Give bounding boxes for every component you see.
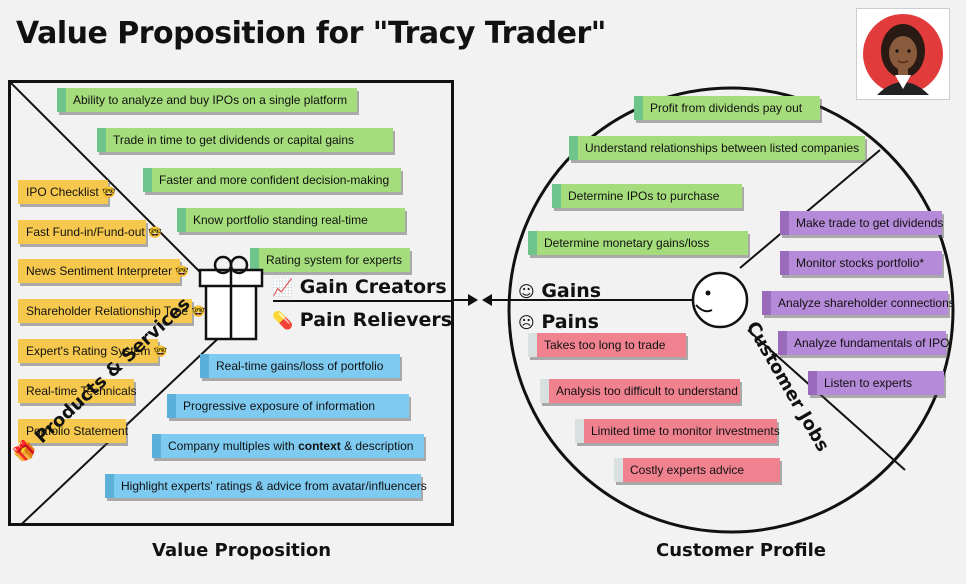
nerd-face-icon: 🤓: [191, 305, 206, 318]
product-service-note: Fast Fund-in/Fund-out 🤓: [18, 220, 162, 244]
page-title: Value Proposition for "Tracy Trader": [16, 16, 606, 51]
pain-reliever-note: Highlight experts' ratings & advice from…: [105, 474, 427, 498]
gain-creator-note: Ability to analyze and buy IPOs on a sin…: [57, 88, 357, 112]
gain-creator-note: Rating system for experts: [250, 248, 410, 272]
product-service-note: Real-time Technicals: [18, 379, 137, 403]
customer-avatar: [856, 8, 950, 100]
gain-note: Understand relationships between listed …: [569, 136, 865, 160]
pain-note: Takes too long to trade: [528, 333, 686, 357]
gain-creator-note: Know portfolio standing real-time: [177, 208, 405, 232]
customer-job-note: Analyze shareholder connections: [762, 291, 955, 315]
product-service-note: Portfolio Statement: [18, 419, 128, 443]
gain-note: Profit from dividends pay out: [634, 96, 820, 120]
smile-icon: ☺: [518, 282, 535, 301]
frown-icon: ☹: [518, 313, 535, 332]
customer-profile-label: Customer Profile: [656, 540, 826, 561]
value-proposition-label: Value Proposition: [152, 540, 332, 561]
pain-reliever-note: Progressive exposure of information: [167, 394, 409, 418]
product-service-note: News Sentiment Interpreter 🤓: [18, 259, 189, 283]
gains-label: ☺ Gains: [518, 280, 602, 302]
gain-creator-note: Trade in time to get dividends or capita…: [97, 128, 393, 152]
gain-creator-note: Faster and more confident decision-makin…: [143, 168, 401, 192]
gain-note: Determine monetary gains/loss: [528, 231, 748, 255]
gain-creators-label: 📈 Gain Creators: [272, 276, 447, 298]
pain-reliever-note: Company multiples with context & descrip…: [152, 434, 424, 458]
pill-icon: 💊: [272, 311, 294, 331]
chart-increasing-icon: 📈: [272, 278, 294, 298]
pain-relievers-label: 💊 Pain Relievers: [272, 309, 453, 331]
product-service-note: Expert's Rating System 🤓: [18, 339, 167, 363]
pain-note: Analysis too difficult to understand: [540, 379, 740, 403]
pain-note: Limited time to monitor investments: [575, 419, 780, 443]
product-service-note: Shareholder Relationship Tree 🤓: [18, 299, 205, 323]
nerd-face-icon: 🤓: [153, 345, 168, 358]
product-service-note: IPO Checklist 🤓: [18, 180, 116, 204]
pain-reliever-note: Real-time gains/loss of portfolio: [200, 354, 400, 378]
customer-job-note: Analyze fundamentals of IPO: [778, 331, 949, 355]
nerd-face-icon: 🤓: [175, 265, 190, 278]
customer-job-note: Make trade to get dividends: [780, 211, 943, 235]
nerd-face-icon: 🤓: [102, 186, 116, 199]
gain-note: Determine IPOs to purchase: [552, 184, 742, 208]
pain-note: Costly experts advice: [614, 458, 780, 482]
pains-label: ☹ Pains: [518, 311, 599, 333]
nerd-face-icon: 🤓: [148, 226, 162, 239]
customer-job-note: Listen to experts: [808, 371, 944, 395]
customer-job-note: Monitor stocks portfolio*: [780, 251, 942, 275]
